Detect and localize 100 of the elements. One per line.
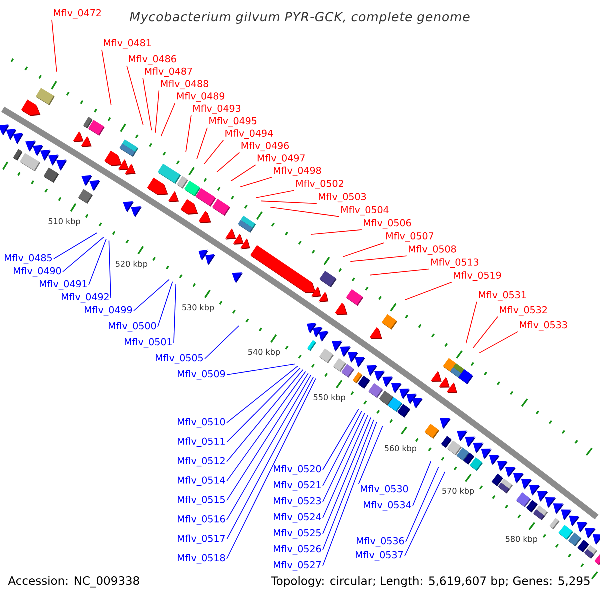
leader-line (204, 140, 224, 165)
gene-label: Mflv_0516 (178, 515, 226, 525)
leader-line (226, 373, 309, 502)
scale-label: 580 kbp (506, 536, 538, 544)
gene-label: Mflv_0512 (178, 457, 225, 467)
gene-label: Mflv_0533 (520, 321, 568, 331)
leader-line (226, 368, 301, 443)
title: Mycobacterium gilvum PYR-GCK, complete genome (130, 12, 470, 24)
gene-label: Mflv_0537 (356, 551, 403, 561)
gene-label: Mflv_0507 (386, 232, 434, 242)
leader-line (158, 281, 174, 328)
leader-line (322, 422, 378, 566)
gene-label: Mflv_0488 (161, 80, 208, 90)
leader-line (186, 115, 192, 153)
leader-line (322, 410, 362, 486)
gene-label: Mflv_0498 (274, 166, 322, 176)
leader-line (260, 200, 318, 204)
leader-line (472, 316, 498, 349)
gene-label: Mflv_0525 (274, 529, 321, 539)
leader-line (322, 408, 360, 470)
leader-line (226, 370, 304, 462)
gene-label: Mflv_0521 (274, 481, 321, 491)
gene-label: Mflv_0499 (85, 306, 132, 316)
gene-label: Mflv_0536 (357, 537, 404, 547)
gene-label: Mflv_0532 (500, 306, 547, 316)
scale-label: 550 kbp (314, 394, 346, 402)
gene-label: Mflv_0485 (5, 254, 52, 264)
leader-line (256, 190, 295, 198)
gene-label: Mflv_0519 (454, 272, 502, 282)
leader-line (270, 206, 340, 218)
leader-line (174, 284, 176, 344)
leader-line (142, 78, 152, 131)
leader-line (404, 472, 446, 556)
leader-line (370, 268, 430, 276)
gene-label: Mflv_0514 (178, 476, 226, 486)
footer-text: Topology: circular; Length: 5,619,607 bp; Genes: 5,295 (271, 576, 590, 588)
leader-line (155, 90, 160, 134)
leader-line (54, 232, 98, 260)
gene-label: Mflv_0527 (274, 561, 321, 571)
gene-label: Mflv_0486 (129, 55, 176, 65)
gene-label: Mflv_0530 (361, 485, 408, 495)
leader-line (322, 420, 374, 550)
gene-label: Mflv_0513 (432, 258, 479, 268)
gene-label: Mflv_0502 (296, 180, 344, 190)
scale-label: 570 kbp (442, 488, 474, 496)
scale-label: 530 kbp (182, 304, 214, 312)
gene-label: Mflv_0493 (194, 104, 241, 114)
gene-label: Mflv_0504 (342, 206, 389, 216)
leader-line (126, 66, 144, 126)
gene-label: Mflv_0515 (178, 496, 225, 506)
leader-line (160, 102, 176, 137)
scale-label: 520 kbp (116, 260, 148, 269)
leader-line (322, 415, 368, 518)
gene-label: Mflv_0510 (178, 418, 226, 428)
leader-line (226, 366, 298, 424)
gene-label: Mflv_0497 (258, 154, 305, 164)
leader-line (216, 152, 240, 173)
leader-line (358, 426, 384, 484)
gene-label: Mflv_0472 (54, 9, 101, 19)
gene-label: Mflv_0526 (274, 545, 322, 555)
gene-label: Mflv_0508 (409, 245, 456, 255)
gene-label: Mflv_0489 (177, 92, 225, 102)
leader-line (350, 256, 408, 262)
gene-label: Mflv_0494 (226, 130, 273, 140)
leader-line (322, 413, 366, 502)
gene-label: Mflv_0523 (274, 497, 322, 507)
leader-line (479, 332, 518, 354)
gene-label: Mflv_0506 (364, 219, 412, 229)
leader-line (108, 240, 112, 298)
leader-line (204, 326, 240, 360)
leader-line (226, 375, 312, 520)
gene-label: Mflv_0520 (274, 465, 322, 475)
gene-label: Mflv_0524 (274, 513, 322, 523)
gene-label: Mflv_0534 (364, 501, 412, 511)
gene-label: Mflv_0518 (178, 554, 226, 564)
gene-label: Mflv_0496 (242, 142, 290, 152)
leader-line (52, 20, 58, 72)
leader-line (343, 242, 385, 258)
leader-line (226, 371, 306, 482)
gene-label: Mflv_0500 (109, 322, 156, 332)
gene-label: Mflv_0511 (178, 438, 225, 448)
leader-line (196, 128, 208, 160)
gene-label: Mflv_0491 (40, 280, 87, 290)
gene-label: Mflv_0492 (62, 293, 109, 303)
leader-line (240, 177, 272, 188)
leader-line (62, 237, 104, 272)
leader-line (412, 461, 432, 506)
gene-label: Mflv_0505 (156, 354, 203, 364)
leader-line (466, 302, 478, 344)
scale-label: 560 kbp (385, 445, 417, 454)
gene-label: Mflv_0517 (178, 534, 225, 544)
gene-label: Mflv_0503 (319, 193, 366, 203)
leader-line (406, 466, 440, 542)
leader-line (88, 238, 107, 286)
gene-label: Mflv_0487 (145, 68, 192, 78)
gene-label: Mflv_0501 (125, 338, 172, 348)
leader-line (230, 164, 256, 182)
scale-label: 510 kbp (48, 218, 80, 226)
leader-line (310, 230, 362, 235)
footer-text: Accession: NC_009338 (8, 576, 140, 588)
